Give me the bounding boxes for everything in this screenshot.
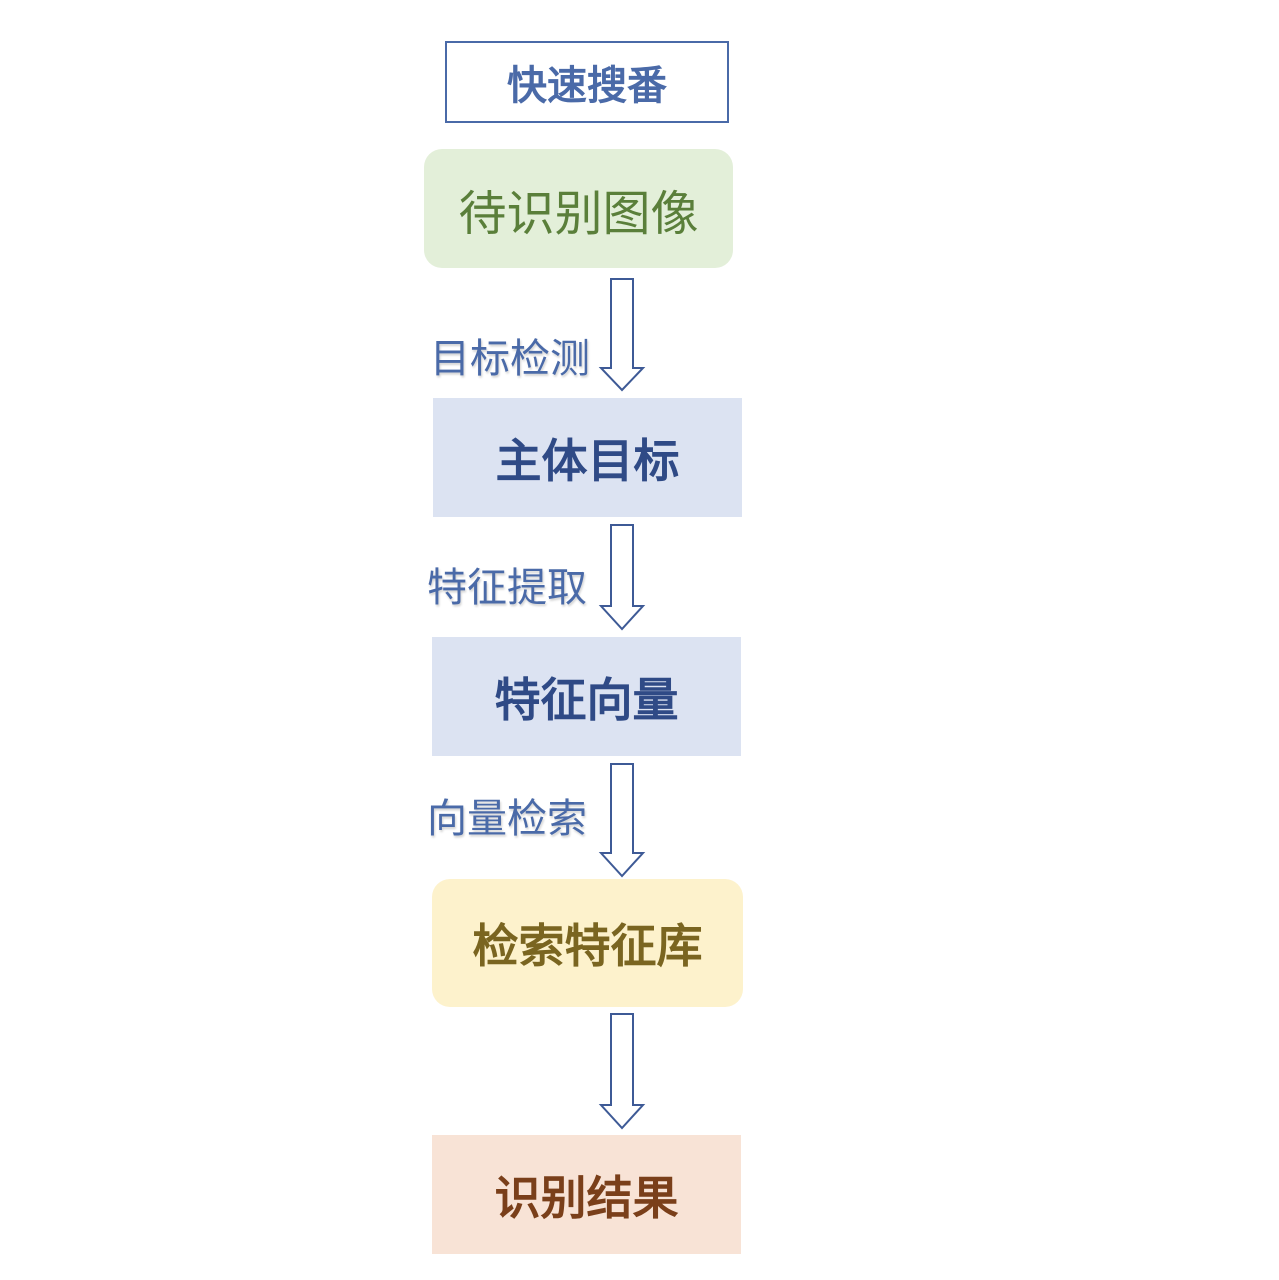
arrow-down-1 [598,278,646,392]
arrow-down-3 [598,763,646,878]
node-image-to-recognize: 待识别图像 [424,149,733,268]
title-box: 快速搜番 [445,41,729,123]
edge-label-vector-search: 向量检索 [427,796,587,842]
edge-label-feature-extraction: 特征提取 [427,565,587,611]
node-label: 识别结果 [494,1170,679,1225]
title-text: 快速搜番 [507,63,667,109]
node-recognition-result: 识别结果 [432,1135,741,1254]
node-label: 主体目标 [495,433,680,488]
node-feature-vector: 特征向量 [432,637,741,756]
node-main-target: 主体目标 [433,398,742,517]
arrow-down-4 [598,1013,646,1130]
arrow-down-2 [598,524,646,631]
node-label: 检索特征库 [472,919,703,973]
node-label: 特征向量 [494,672,679,727]
edge-label-object-detection: 目标检测 [430,336,590,382]
node-label: 待识别图像 [458,185,699,242]
node-search-feature-library: 检索特征库 [432,879,743,1007]
